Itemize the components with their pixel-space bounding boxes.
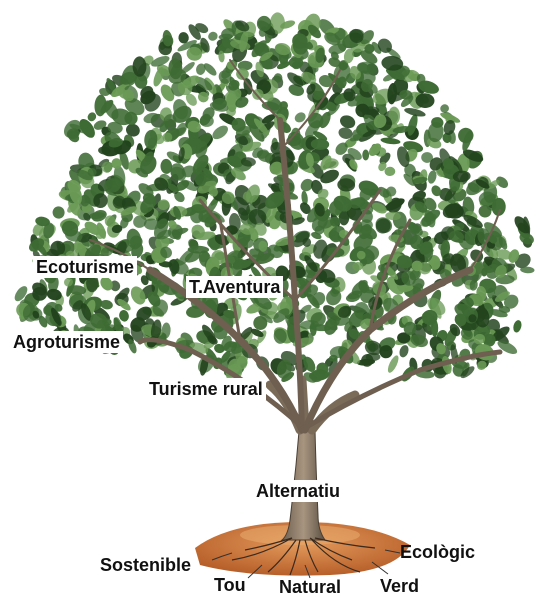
label-taventura: T.Aventura xyxy=(186,276,283,298)
label-verd: Verd xyxy=(380,575,419,597)
tree-canopy xyxy=(12,12,536,385)
label-ecologic: Ecològic xyxy=(400,541,475,563)
label-natural: Natural xyxy=(279,576,341,598)
label-tou: Tou xyxy=(214,574,246,596)
label-turisme-rural: Turisme rural xyxy=(146,378,266,400)
label-agroturisme: Agroturisme xyxy=(10,331,123,353)
label-alternatiu: Alternatiu xyxy=(253,480,343,502)
label-ecoturisme: Ecoturisme xyxy=(33,256,137,278)
label-sostenible: Sostenible xyxy=(100,554,191,576)
